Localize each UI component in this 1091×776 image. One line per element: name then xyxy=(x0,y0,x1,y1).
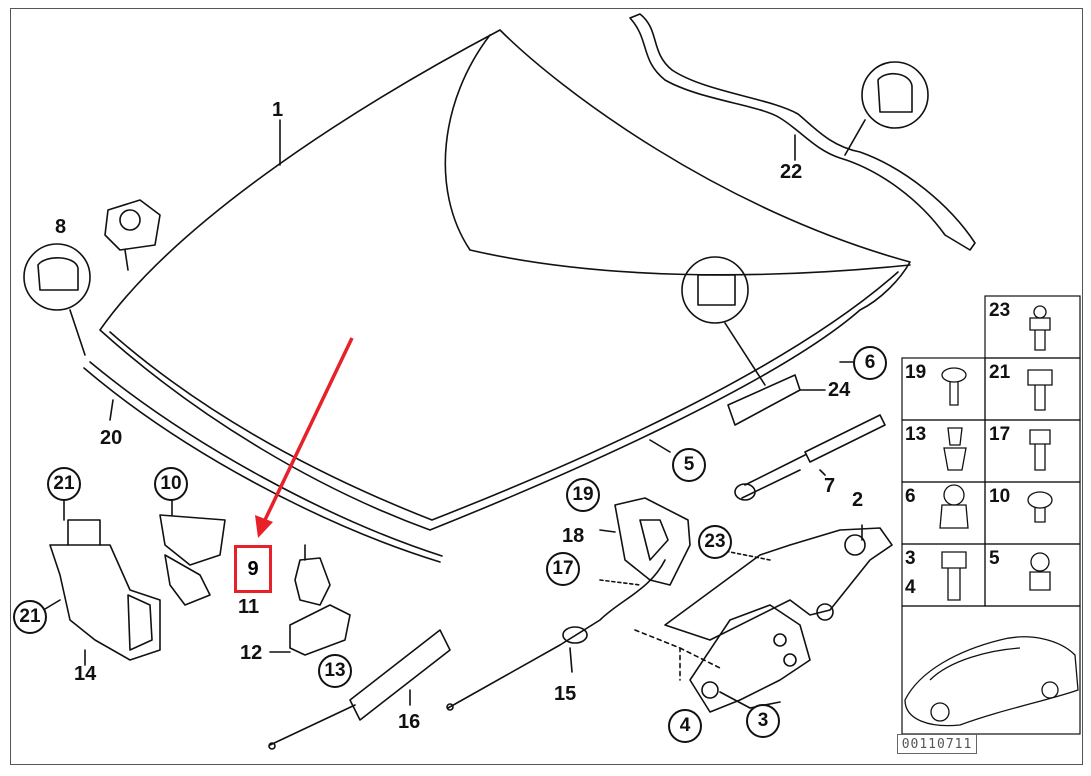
callout-8: 8 xyxy=(55,216,67,238)
callout-21-left: 21 xyxy=(13,600,47,634)
table-label-19: 19 xyxy=(905,362,927,383)
rubber-buffer xyxy=(104,199,161,251)
callout-15: 15 xyxy=(554,683,577,705)
callout-3: 3 xyxy=(746,704,780,738)
table-label-10: 10 xyxy=(989,486,1011,507)
table-label-13: 13 xyxy=(905,424,927,445)
callout-18: 18 xyxy=(562,525,585,547)
hood-seal xyxy=(83,361,443,563)
cable-bracket xyxy=(349,629,451,721)
callout-7: 7 xyxy=(824,475,836,497)
callout-5: 5 xyxy=(672,448,706,482)
callout-4: 4 xyxy=(668,709,702,743)
sealing-strip xyxy=(727,374,801,426)
seal-detail-left xyxy=(23,243,91,311)
diagram-reference-number: 00110711 xyxy=(897,734,977,754)
callout-2: 2 xyxy=(852,489,864,511)
table-label-6: 6 xyxy=(905,486,916,507)
callout-10: 10 xyxy=(154,467,188,501)
hood-panel xyxy=(99,29,911,531)
callout-16: 16 xyxy=(398,711,421,733)
highlighted-callout-9: 9 xyxy=(234,545,272,593)
fastener-icons xyxy=(904,305,1079,727)
callout-23: 23 xyxy=(698,525,732,559)
callout-6: 6 xyxy=(853,346,887,380)
table-label-3: 3 xyxy=(905,548,916,569)
callout-13: 13 xyxy=(318,654,352,688)
hood-hinge xyxy=(664,527,893,641)
table-label-4: 4 xyxy=(905,577,916,598)
hood-lock xyxy=(49,544,161,661)
gas-strut xyxy=(741,414,886,499)
highlight-arrow xyxy=(255,337,354,538)
callout-22: 22 xyxy=(780,161,803,183)
callout-9: 9 xyxy=(247,557,259,580)
handle-bracket xyxy=(289,604,351,656)
callout-1: 1 xyxy=(272,99,284,121)
callout-14: 14 xyxy=(74,663,97,685)
seal-detail-mid xyxy=(681,256,749,324)
table-label-5: 5 xyxy=(989,548,1000,569)
table-label-17: 17 xyxy=(989,424,1011,445)
callout-17: 17 xyxy=(546,552,580,586)
bowden-cable xyxy=(447,559,666,709)
table-label-21: 21 xyxy=(989,362,1011,383)
rear-seal xyxy=(629,13,976,251)
callout-19: 19 xyxy=(566,478,600,512)
callout-24: 24 xyxy=(828,379,851,401)
table-label-23: 23 xyxy=(989,300,1011,321)
safety-catch xyxy=(159,514,226,566)
callout-21-top: 21 xyxy=(47,467,81,501)
hinge-arm xyxy=(689,604,811,713)
fastener-table xyxy=(901,295,1081,735)
diagram-frame xyxy=(10,8,1083,765)
callout-11: 11 xyxy=(238,596,260,618)
seal-detail-right xyxy=(861,61,929,129)
hood-inner-edge xyxy=(109,271,899,521)
release-handle xyxy=(294,557,331,606)
callout-12: 12 xyxy=(240,642,263,664)
car-silhouette-icon xyxy=(904,636,1079,727)
callout-20: 20 xyxy=(100,427,123,449)
hinge-bracket xyxy=(614,497,691,586)
